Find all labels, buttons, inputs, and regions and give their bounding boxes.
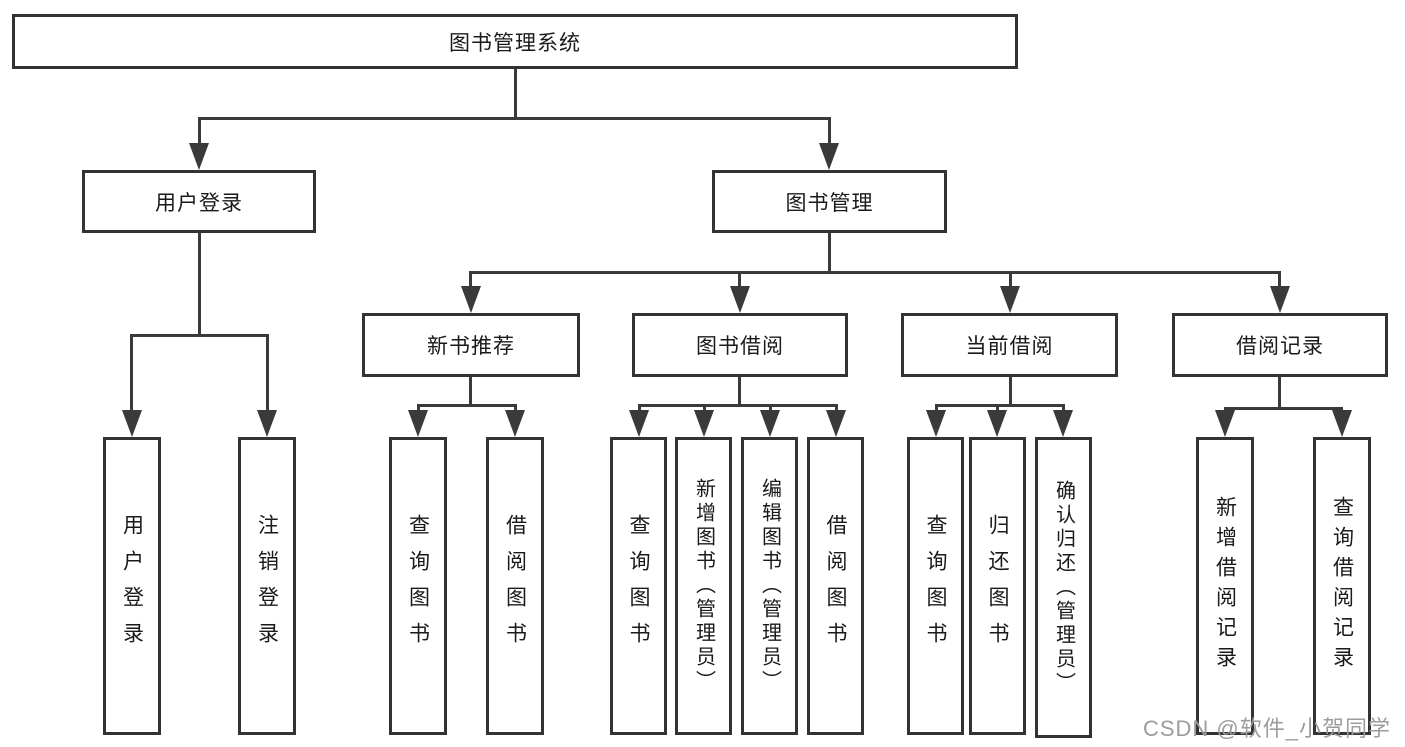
connector-line — [1224, 407, 1227, 412]
connector-line — [935, 404, 1065, 407]
arrow-down-icon — [1000, 286, 1020, 313]
node-borrow-record: 借阅记录 — [1172, 313, 1388, 377]
arrow-down-icon — [1270, 286, 1290, 313]
connector-line — [417, 404, 517, 407]
leaf-label: 查询图书 — [406, 514, 430, 658]
leaf-query-borrow-record: 查询借阅记录 — [1313, 437, 1371, 735]
node-book-borrow: 图书借阅 — [632, 313, 848, 377]
node-label: 用户登录 — [155, 191, 243, 215]
leaf-label: 新增借阅记录 — [1213, 496, 1237, 676]
leaf-label: 查询借阅记录 — [1330, 496, 1354, 676]
leaf-label: 新增图书（管理员） — [692, 478, 715, 694]
arrow-down-icon — [730, 286, 750, 313]
arrow-down-icon — [629, 410, 649, 437]
connector-line — [1278, 377, 1281, 408]
watermark: CSDN @软件_小贺同学 — [1142, 716, 1391, 741]
connector-line — [130, 334, 269, 337]
leaf-borrow-query-book: 查询图书 — [610, 437, 667, 735]
connector-line — [1224, 407, 1342, 410]
connector-line — [1340, 407, 1343, 412]
leaf-label: 注销登录 — [255, 514, 279, 658]
arrow-down-icon — [926, 410, 946, 437]
arrow-down-icon — [760, 410, 780, 437]
arrow-down-icon — [122, 410, 142, 437]
leaf-label: 查询图书 — [924, 514, 947, 658]
node-user-login: 用户登录 — [82, 170, 316, 233]
node-label: 图书借阅 — [696, 335, 784, 358]
connector-line — [828, 233, 831, 273]
node-library-system: 图书管理系统 — [12, 14, 1018, 69]
connector-line — [1278, 271, 1281, 289]
connector-line — [469, 271, 472, 289]
arrow-down-icon — [505, 410, 525, 437]
arrow-down-icon — [1332, 410, 1352, 437]
connector-line — [1062, 404, 1065, 412]
connector-line — [769, 404, 772, 412]
connector-line — [266, 334, 269, 412]
leaf-logout-login: 注销登录 — [238, 437, 296, 735]
leaf-confirm-return-admin: 确认归还（管理员） — [1035, 437, 1092, 738]
arrow-down-icon — [189, 143, 209, 170]
node-new-book-recommend: 新书推荐 — [362, 313, 580, 377]
connector-line — [835, 404, 838, 412]
connector-line — [469, 377, 472, 405]
leaf-label: 归还图书 — [986, 514, 1009, 658]
arrow-down-icon — [257, 410, 277, 437]
node-label: 图书管理 — [785, 191, 874, 215]
leaf-label: 用户登录 — [120, 514, 144, 658]
connector-line — [514, 404, 517, 412]
node-label: 当前借阅 — [965, 335, 1054, 358]
connector-line — [469, 271, 1281, 274]
connector-line — [703, 404, 706, 412]
connector-line — [198, 117, 831, 120]
connector-line — [638, 404, 837, 407]
leaf-edit-book-admin: 编辑图书（管理员） — [741, 437, 798, 735]
leaf-label: 借阅图书 — [503, 514, 527, 658]
connector-line — [198, 117, 201, 145]
arrow-down-icon — [819, 143, 839, 170]
node-book-management: 图书管理 — [712, 170, 947, 233]
leaf-label: 查询图书 — [627, 514, 650, 658]
connector-line — [417, 404, 420, 412]
leaf-return-book: 归还图书 — [969, 437, 1026, 735]
connector-line — [1009, 271, 1012, 289]
arrow-down-icon — [1215, 410, 1235, 437]
leaf-recommend-query-book: 查询图书 — [389, 437, 447, 735]
connector-line — [514, 69, 517, 118]
arrow-down-icon — [1053, 410, 1073, 437]
node-label: 图书管理系统 — [449, 31, 581, 55]
arrow-down-icon — [461, 286, 481, 313]
leaf-borrow-borrow-book: 借阅图书 — [807, 437, 864, 735]
node-current-borrow: 当前借阅 — [901, 313, 1118, 377]
leaf-label: 确认归还（管理员） — [1052, 479, 1075, 696]
leaf-current-query-book: 查询图书 — [907, 437, 964, 735]
leaf-add-book-admin: 新增图书（管理员） — [675, 437, 732, 735]
arrow-down-icon — [408, 410, 428, 437]
connector-line — [996, 404, 999, 412]
connector-line — [935, 404, 938, 412]
connector-line — [738, 271, 741, 289]
leaf-recommend-borrow-book: 借阅图书 — [486, 437, 544, 735]
connector-line — [638, 404, 641, 412]
arrow-down-icon — [694, 410, 714, 437]
connector-line — [198, 233, 201, 335]
node-label: 新书推荐 — [427, 335, 515, 358]
leaf-label: 编辑图书（管理员） — [758, 478, 781, 694]
node-label: 借阅记录 — [1236, 335, 1324, 358]
connector-line — [1009, 377, 1012, 405]
arrow-down-icon — [826, 410, 846, 437]
arrow-down-icon — [987, 410, 1007, 437]
connector-line — [828, 117, 831, 145]
leaf-user-login: 用户登录 — [103, 437, 161, 735]
connector-line — [738, 377, 741, 405]
connector-line — [130, 334, 133, 412]
leaf-label: 借阅图书 — [824, 514, 847, 658]
leaf-add-borrow-record: 新增借阅记录 — [1196, 437, 1254, 735]
